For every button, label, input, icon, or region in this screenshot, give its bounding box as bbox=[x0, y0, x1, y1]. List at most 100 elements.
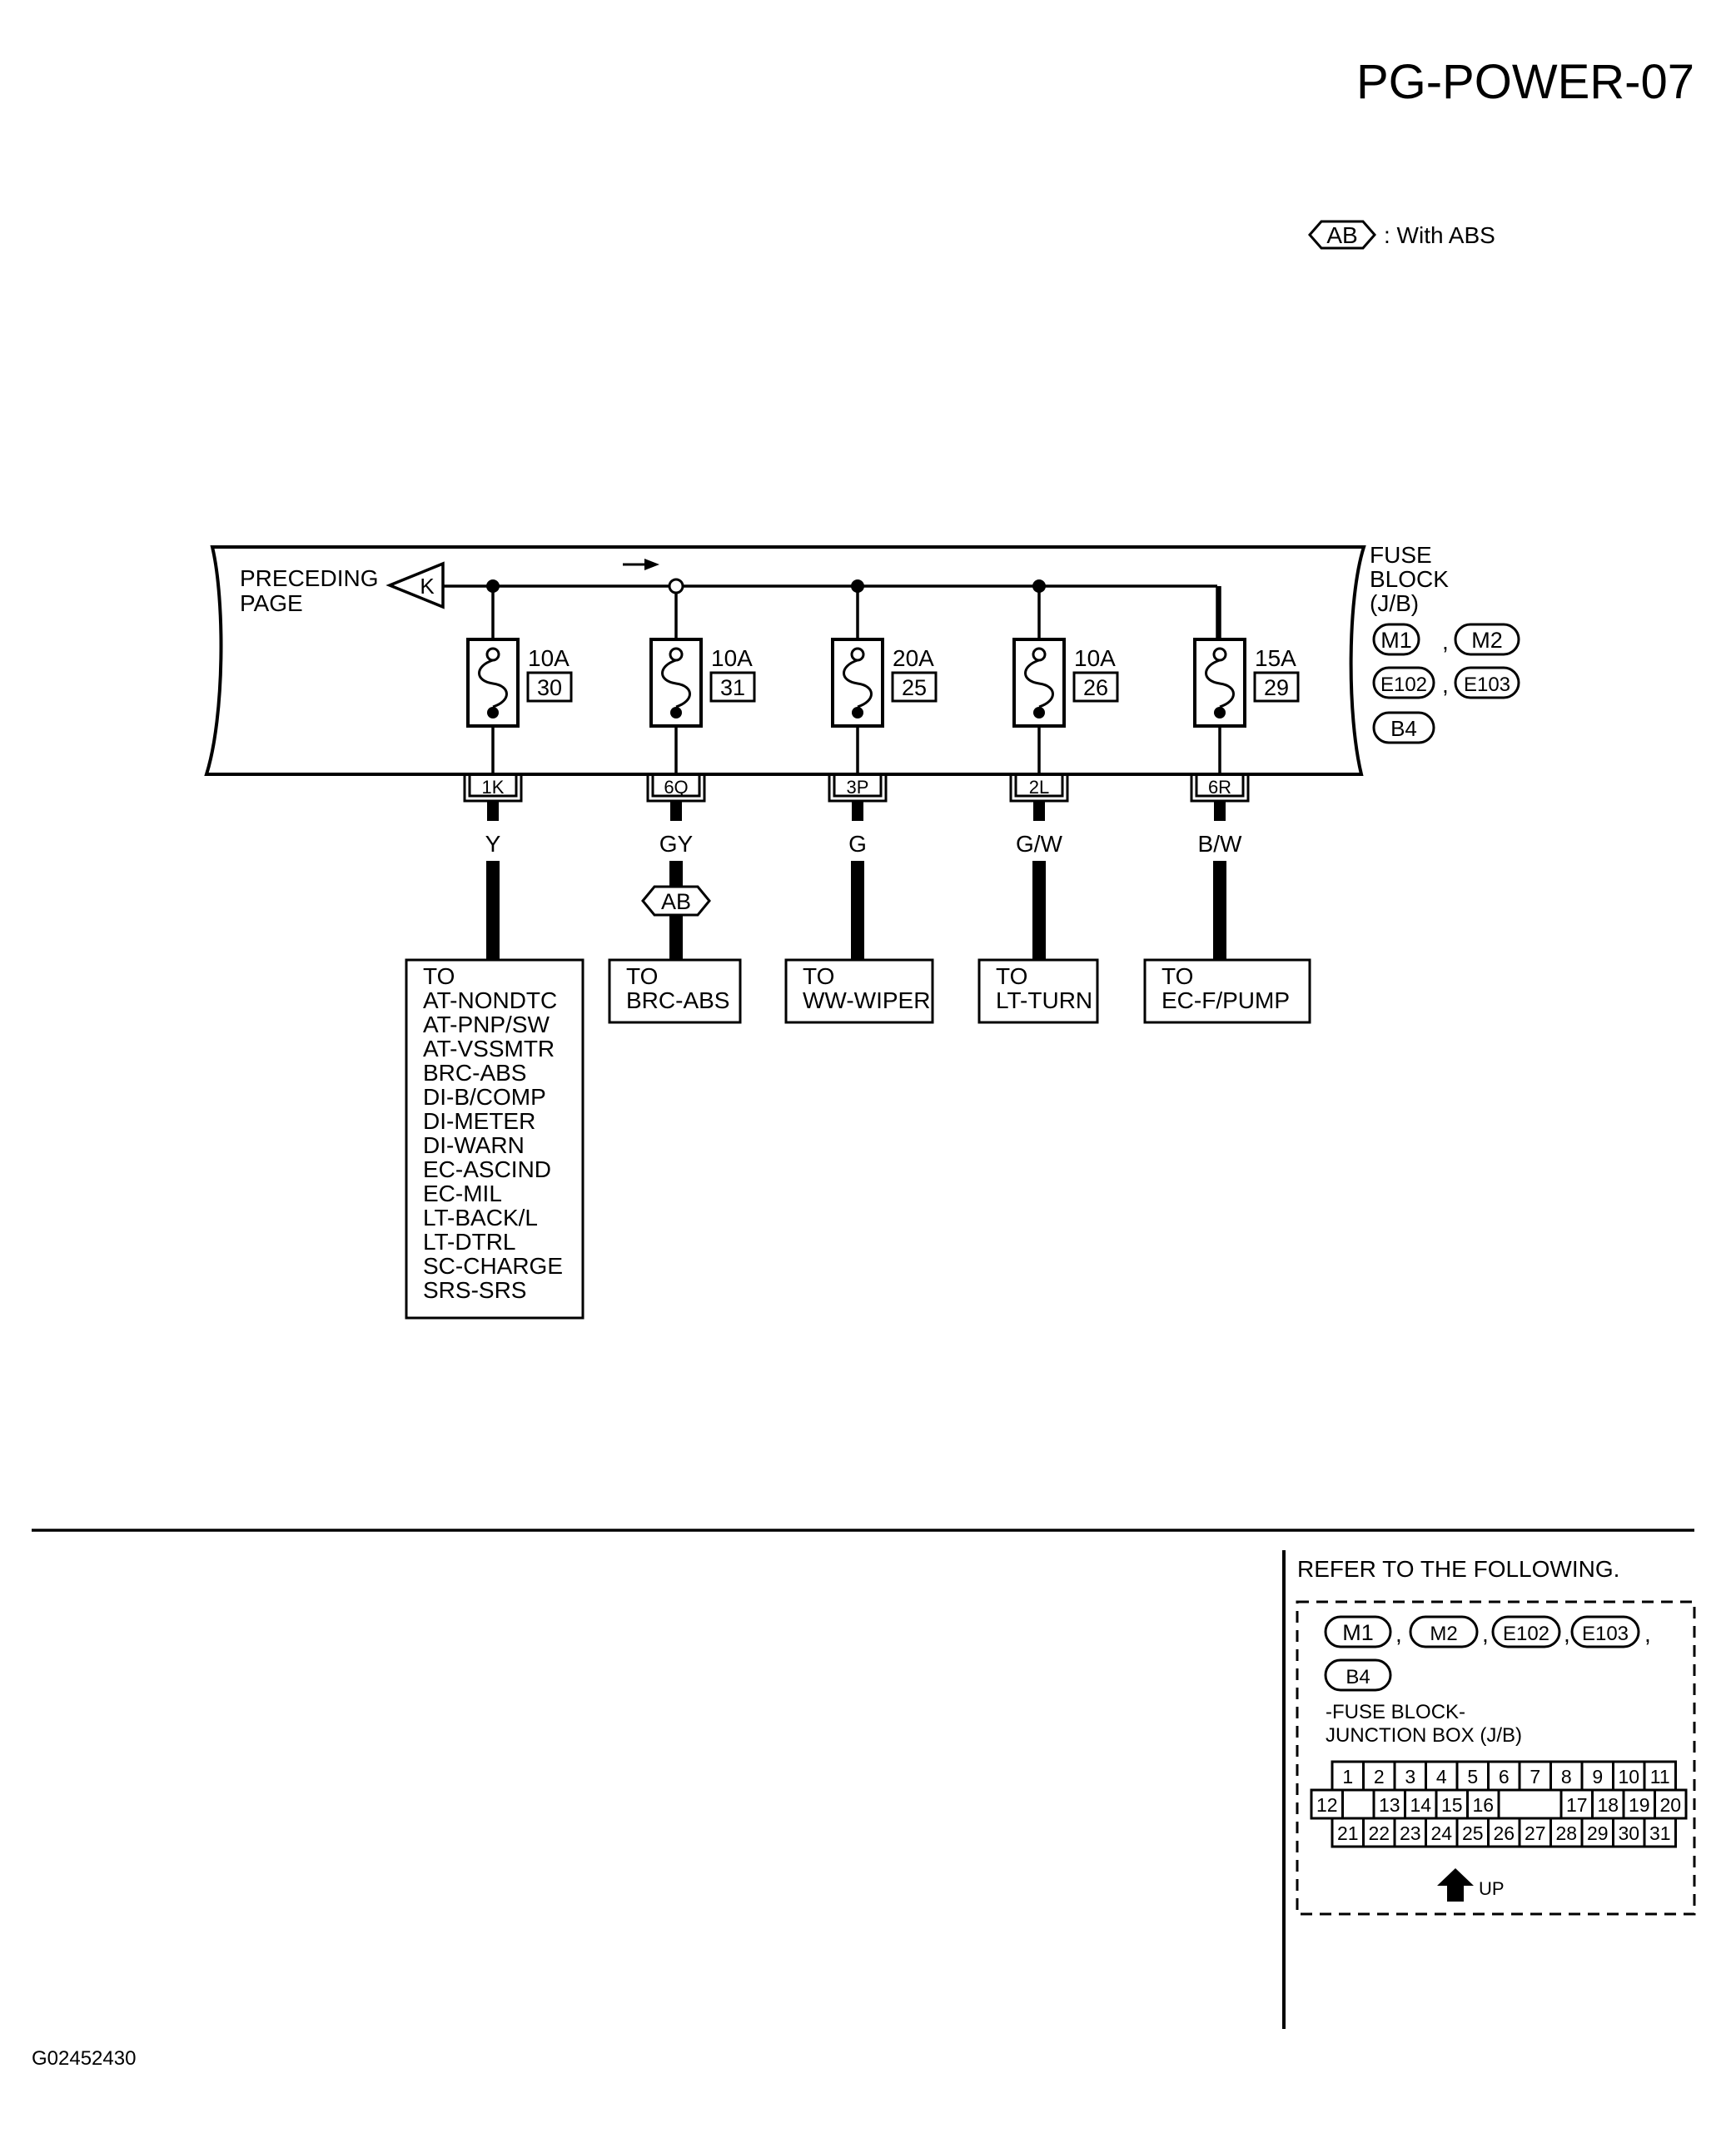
destination-box bbox=[1143, 958, 1311, 1024]
connector-bracket-inner bbox=[468, 774, 518, 798]
connector-bracket-inner bbox=[651, 774, 701, 798]
refer-connector-label-e102: E102 bbox=[1503, 1623, 1549, 1645]
abs-badge-label: AB bbox=[1326, 222, 1357, 248]
pin-number: 11 bbox=[1650, 1766, 1670, 1787]
wire-color-label: B/W bbox=[1198, 831, 1242, 857]
destination-to-label: TO bbox=[626, 963, 658, 989]
preceding-label-line2: PAGE bbox=[240, 590, 303, 616]
up-label: UP bbox=[1479, 1878, 1505, 1899]
fuse-element-symbol bbox=[478, 659, 508, 709]
destination-item: EC-MIL bbox=[423, 1181, 502, 1206]
pin-number: 23 bbox=[1400, 1822, 1421, 1844]
fuse-bottom-terminal bbox=[1214, 707, 1226, 718]
fuse-block-title-line3: (J/B) bbox=[1370, 590, 1419, 616]
destination-item: DI-WARN bbox=[423, 1132, 525, 1158]
fuse-rating: 10A bbox=[528, 645, 570, 671]
pin-number: 7 bbox=[1530, 1766, 1540, 1787]
pin-number: 2 bbox=[1374, 1766, 1385, 1787]
refer-desc-line2: JUNCTION BOX (J/B) bbox=[1326, 1724, 1522, 1747]
connector-separator: , bbox=[1482, 1621, 1489, 1647]
pin-number: 1 bbox=[1342, 1766, 1353, 1787]
wire-thick bbox=[851, 861, 864, 960]
pin-cell bbox=[1654, 1788, 1688, 1820]
pin-cell bbox=[1372, 1788, 1406, 1820]
fuse-top-terminal bbox=[1212, 647, 1227, 662]
connector-separator: , bbox=[1395, 1621, 1402, 1647]
legend-text: : With ABS bbox=[1384, 222, 1495, 248]
pin-number: 17 bbox=[1566, 1794, 1588, 1816]
destination-item: AT-NONDTC bbox=[423, 987, 557, 1013]
destination-to-label: TO bbox=[996, 963, 1027, 989]
legend: AB : With ABS bbox=[1308, 220, 1495, 250]
connector-id: 1K bbox=[482, 777, 505, 798]
destination-to-label: TO bbox=[1161, 963, 1193, 989]
destination-item: SRS-SRS bbox=[423, 1277, 526, 1303]
destination-box bbox=[784, 958, 934, 1024]
pin-number: 14 bbox=[1410, 1794, 1431, 1816]
refer-connector-label-b4: B4 bbox=[1346, 1666, 1370, 1688]
fuse-element-symbol bbox=[1024, 659, 1054, 709]
pin-number: 31 bbox=[1649, 1822, 1671, 1844]
refer-connector-oval-e103 bbox=[1570, 1615, 1640, 1648]
fuse-circuit-30: 10A301KYTOAT-NONDTCAT-PNP/SWAT-VSSMTRBRC… bbox=[405, 579, 584, 1320]
fuse-rating: 20A bbox=[893, 645, 934, 671]
refer-box bbox=[1296, 1600, 1696, 1916]
pin-number: 13 bbox=[1379, 1794, 1400, 1816]
pin-cell bbox=[1425, 1817, 1459, 1848]
up-arrow-icon bbox=[1437, 1868, 1474, 1902]
connector-oval-m2 bbox=[1454, 623, 1520, 656]
fuse-number: 29 bbox=[1264, 675, 1289, 700]
wire-color-label: G bbox=[848, 831, 867, 857]
connector-oval-m1 bbox=[1372, 623, 1420, 656]
destination-item: LT-TURN bbox=[996, 987, 1092, 1013]
bus-junction-dot bbox=[1032, 579, 1046, 593]
destination-item: EC-F/PUMP bbox=[1161, 987, 1290, 1013]
destination-item: AT-VSSMTR bbox=[423, 1036, 555, 1062]
pin-number: 26 bbox=[1493, 1822, 1515, 1844]
destination-to-label: TO bbox=[803, 963, 834, 989]
pin-number: 5 bbox=[1467, 1766, 1478, 1787]
fuse-top-terminal bbox=[1032, 647, 1047, 662]
pin-number: 29 bbox=[1587, 1822, 1609, 1844]
destination-box bbox=[608, 958, 742, 1024]
connector-bracket-inner bbox=[1014, 774, 1064, 798]
wire-thick bbox=[1032, 861, 1046, 960]
fuse-bottom-terminal bbox=[487, 707, 499, 718]
bus-junction-dot bbox=[486, 579, 500, 593]
refer-connectors: M1 , M2 , E102 , E103 , B4 bbox=[1324, 1615, 1651, 1692]
pin-number: 8 bbox=[1561, 1766, 1572, 1787]
connector-separator: , bbox=[1442, 629, 1449, 654]
refer-connector-label-e103: E103 bbox=[1582, 1623, 1629, 1645]
fuse-rating: 10A bbox=[711, 645, 753, 671]
pin-cell bbox=[1310, 1788, 1344, 1820]
destination-item: DI-METER bbox=[423, 1108, 535, 1134]
destination-box bbox=[977, 958, 1099, 1024]
destination-item: EC-ASCIND bbox=[423, 1156, 551, 1182]
wire-stub bbox=[487, 801, 499, 821]
wire-stub bbox=[1033, 801, 1045, 821]
fuse-element-symbol bbox=[661, 659, 691, 709]
connector-separator: , bbox=[1644, 1621, 1651, 1647]
abs-badge-shape bbox=[641, 885, 711, 917]
pin-cell bbox=[1643, 1817, 1677, 1848]
page-code: PG-POWER-07 bbox=[1356, 55, 1694, 109]
pin-number: 4 bbox=[1436, 1766, 1447, 1787]
refer-connector-oval-m2 bbox=[1409, 1615, 1479, 1648]
connector-label-e103: E103 bbox=[1464, 674, 1510, 696]
abs-badge-label: AB bbox=[661, 889, 691, 914]
destination-item: LT-DTRL bbox=[423, 1229, 516, 1255]
pin-cell bbox=[1559, 1788, 1594, 1820]
wire-color-label: Y bbox=[485, 831, 501, 857]
fuse-top-terminal bbox=[669, 647, 684, 662]
fuse-block-title-line1: FUSE bbox=[1370, 542, 1432, 568]
connector-oval-e102 bbox=[1372, 666, 1435, 699]
wire-stub bbox=[670, 801, 682, 821]
refer-connector-oval-m1 bbox=[1324, 1615, 1392, 1648]
connector-id: 2L bbox=[1029, 777, 1049, 798]
connector-id: 6Q bbox=[664, 777, 688, 798]
pin-number: 6 bbox=[1499, 1766, 1510, 1787]
wire-stub bbox=[852, 801, 863, 821]
pin-number: 3 bbox=[1405, 1766, 1415, 1787]
